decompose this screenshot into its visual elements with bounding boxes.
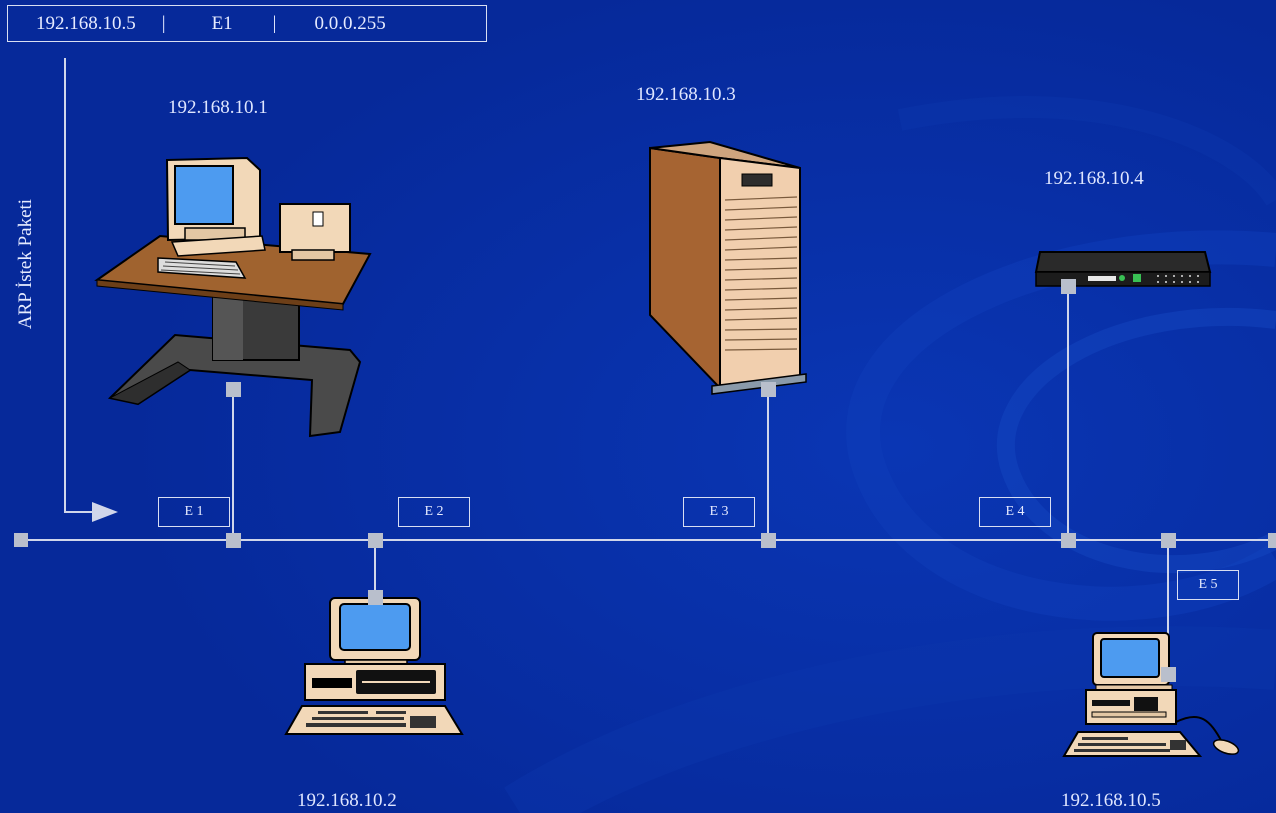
node-e2-device (368, 590, 383, 605)
arp-packet-mac: 0.0.0.255 (314, 13, 385, 35)
port-label-e1: E 1 (158, 497, 230, 527)
arp-packet-header: 192.168.10.5 | E1 | 0.0.0.255 (7, 5, 487, 42)
node-e5 (1161, 533, 1176, 548)
node-e5-device (1161, 667, 1176, 682)
arp-arrow (65, 58, 95, 512)
host-label-pc5: 192.168.10.5 (1061, 790, 1161, 812)
arrow-head-icon (92, 502, 118, 522)
host-label-pc1: 192.168.10.1 (168, 97, 268, 119)
node-e1 (226, 533, 241, 548)
node-e3 (761, 533, 776, 548)
node-bus-left (14, 533, 28, 547)
node-e4-device (1061, 279, 1076, 294)
node-bus-right (1268, 533, 1276, 548)
arp-packet-ip: 192.168.10.5 (36, 13, 136, 35)
desktop-pc-with-mouse-icon (1064, 633, 1240, 757)
port-label-e2: E 2 (398, 497, 470, 527)
desktop-pc-icon (286, 598, 462, 734)
port-label-e4: E 4 (979, 497, 1051, 527)
host-label-server: 192.168.10.3 (636, 84, 736, 106)
arp-request-label: ARP İstek Paketi (15, 199, 37, 329)
port-label-e3: E 3 (683, 497, 755, 527)
node-e1-device (226, 382, 241, 397)
port-label-e5: E 5 (1177, 570, 1239, 600)
arp-packet-port: E1 (212, 13, 233, 35)
arp-packet-separator: | (162, 13, 166, 35)
arp-packet-separator: | (273, 13, 277, 35)
node-e3-device (761, 382, 776, 397)
node-e2 (368, 533, 383, 548)
node-e4 (1061, 533, 1076, 548)
host-label-pc2: 192.168.10.2 (297, 790, 397, 812)
server-tower-icon (650, 142, 806, 394)
host-label-router: 192.168.10.4 (1044, 168, 1144, 190)
